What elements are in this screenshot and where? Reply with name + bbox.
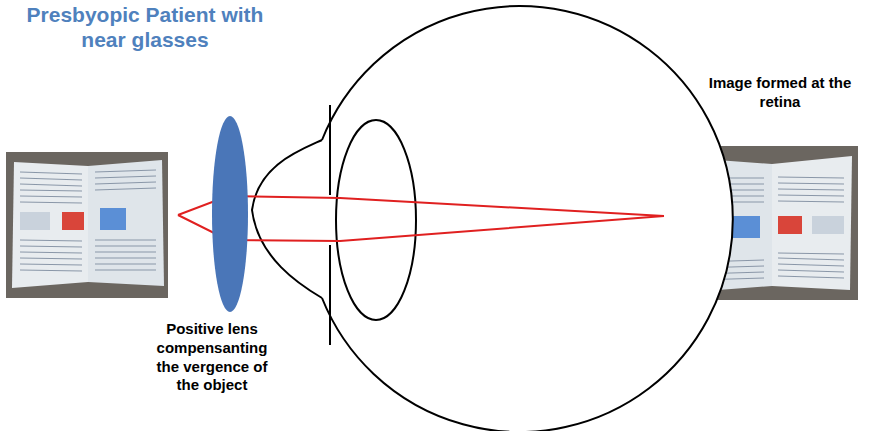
diagram-title: Presbyopic Patient with near glasses: [20, 2, 270, 52]
iris: [329, 245, 331, 345]
book-photo: [6, 152, 168, 298]
positive-lens: [212, 116, 248, 312]
light-ray: [178, 196, 664, 216]
crystalline-lens: [336, 120, 416, 320]
light-ray: [178, 215, 664, 241]
eye-globe: [322, 6, 733, 431]
lens-label: Positive lens compensanting the vergence…: [148, 320, 276, 395]
retina-label: Image formed at the retina: [700, 74, 860, 112]
iris: [329, 105, 331, 195]
cornea: [252, 140, 322, 298]
